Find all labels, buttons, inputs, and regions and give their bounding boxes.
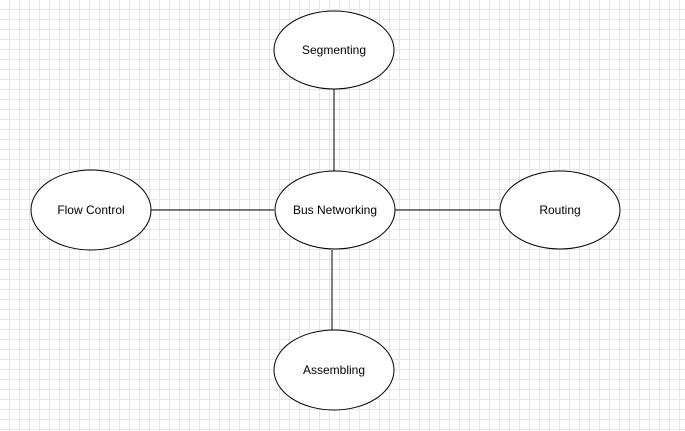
node-flow-control[interactable]: Flow Control bbox=[30, 169, 152, 251]
node-routing-shape bbox=[499, 170, 621, 250]
node-flow-control-shape bbox=[30, 169, 152, 251]
node-segmenting-label: Segmenting bbox=[302, 43, 366, 57]
node-bus-networking-shape bbox=[274, 170, 396, 250]
node-flow-control-label: Flow Control bbox=[57, 203, 124, 217]
node-segmenting[interactable]: Segmenting bbox=[273, 10, 395, 90]
node-assembling-shape bbox=[273, 329, 395, 411]
node-bus-networking[interactable]: Bus Networking bbox=[274, 170, 396, 250]
node-routing[interactable]: Routing bbox=[499, 170, 621, 250]
node-bus-networking-label: Bus Networking bbox=[293, 203, 377, 217]
node-assembling[interactable]: Assembling bbox=[273, 329, 395, 411]
node-segmenting-shape bbox=[273, 10, 395, 90]
node-assembling-label: Assembling bbox=[303, 363, 365, 377]
node-routing-label: Routing bbox=[539, 203, 580, 217]
